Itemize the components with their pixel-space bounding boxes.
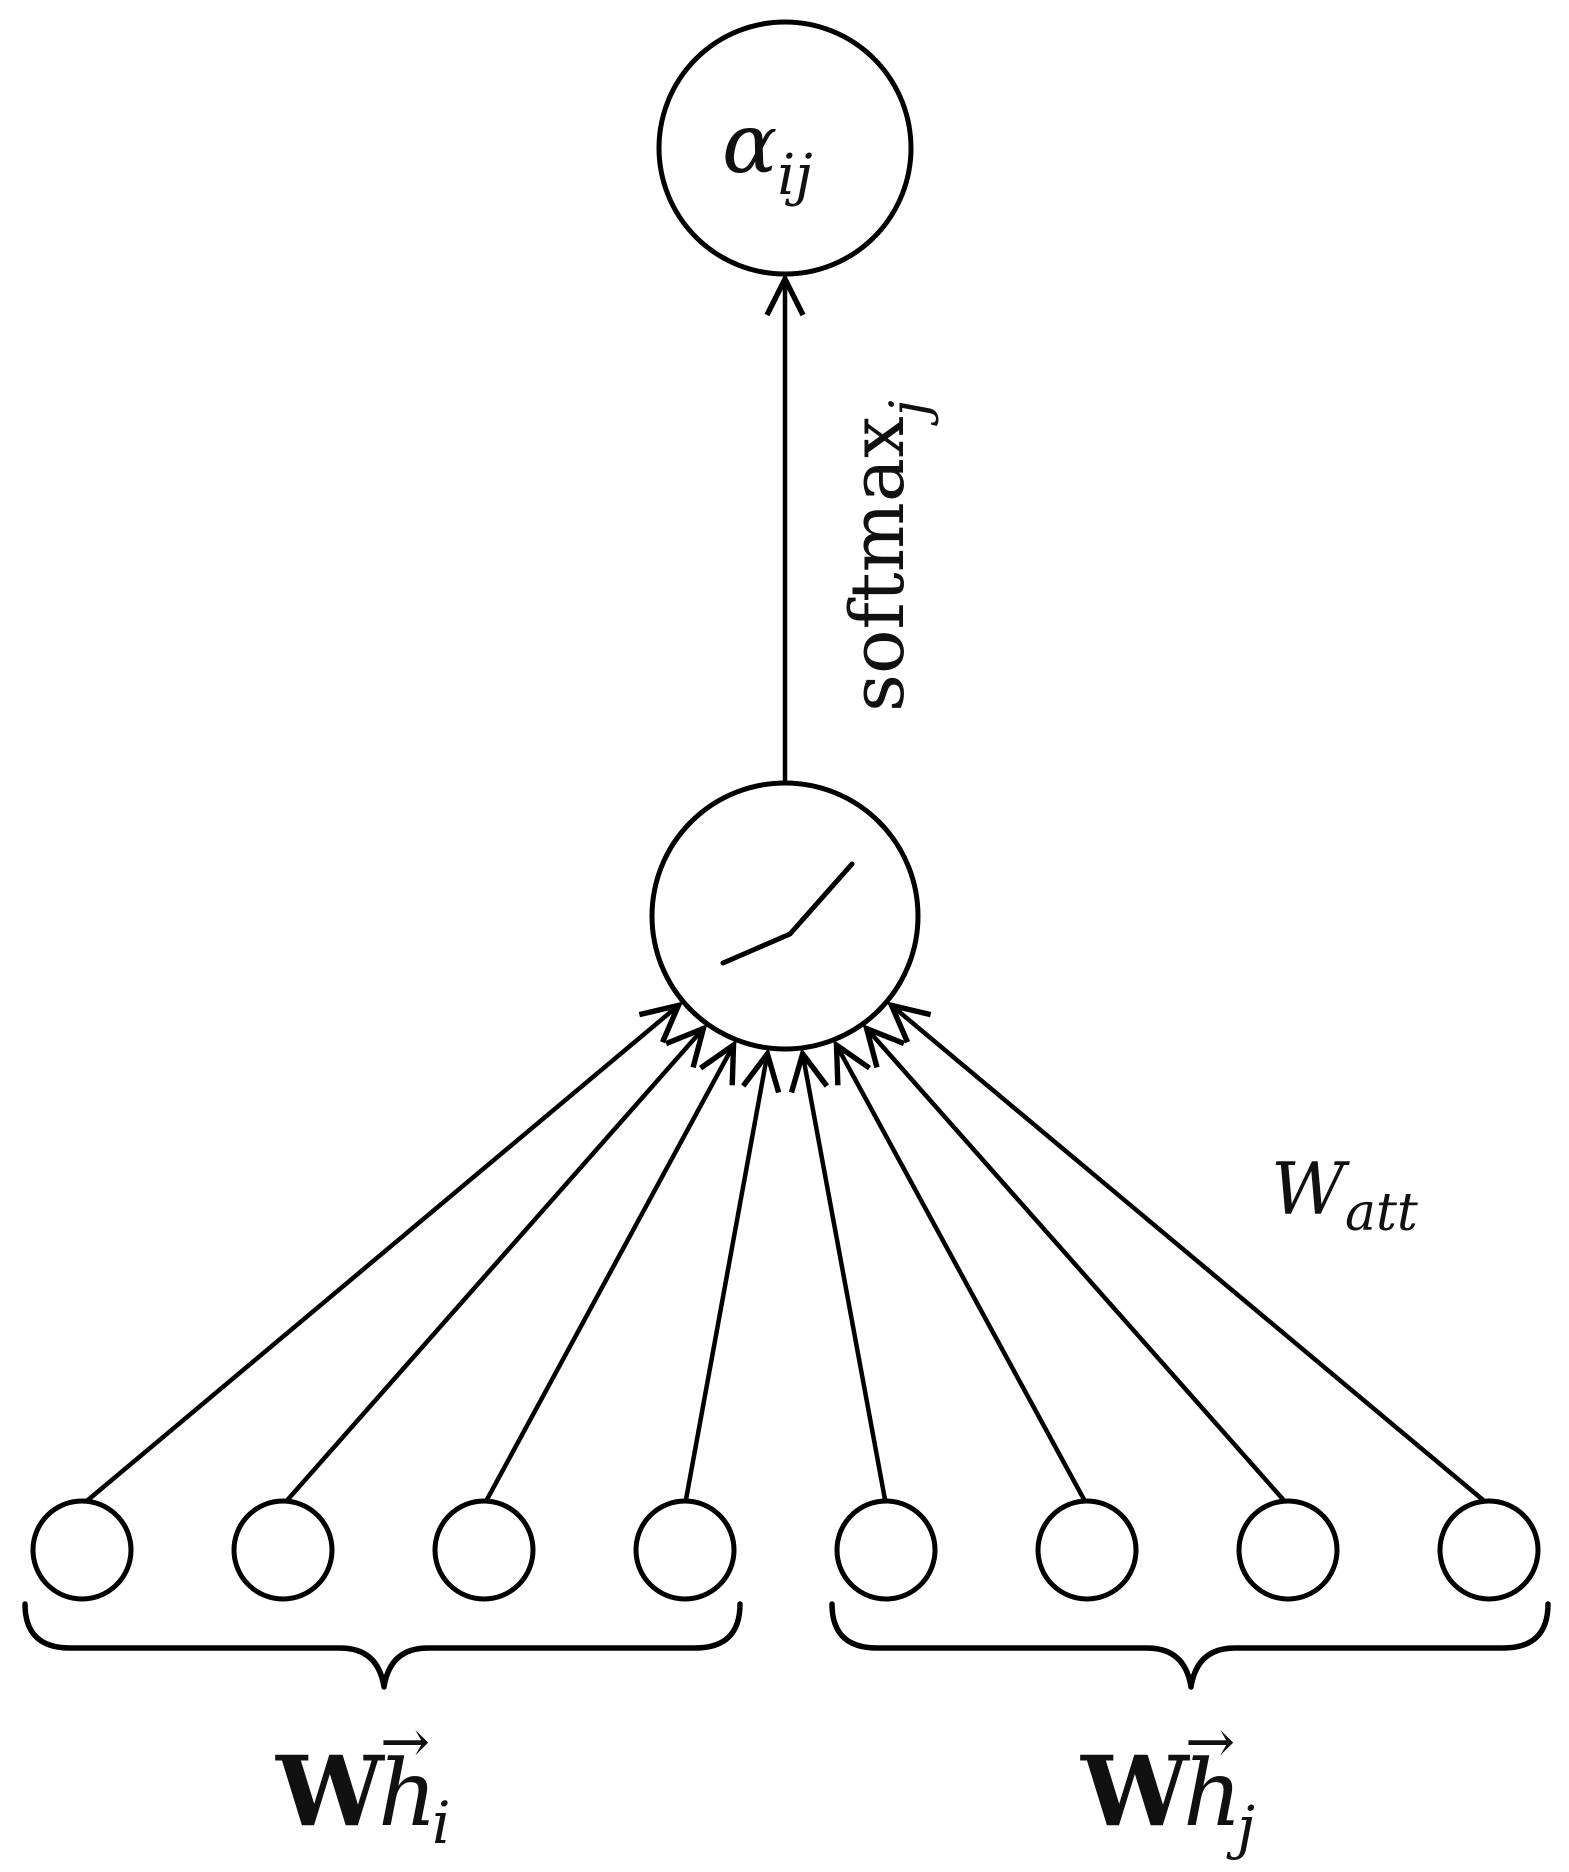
svg-text:αij: αij [722, 97, 813, 208]
input-edge [891, 1005, 1491, 1507]
activation-node [649, 780, 921, 1052]
input-edges [80, 1005, 1491, 1507]
leaky-relu-icon [720, 861, 855, 966]
group-left-bold: W [275, 1735, 385, 1848]
vector-arrow-icon: → [380, 1707, 430, 1777]
input-edge [803, 1054, 889, 1506]
brace-right [829, 1601, 1551, 1690]
softmax-label: softmaxj [835, 400, 940, 712]
group-label-right: W h → j [1080, 1707, 1255, 1861]
weight-label: Watt [1271, 1147, 1418, 1243]
input-edge [80, 1005, 679, 1507]
brace-left [22, 1601, 743, 1690]
input-node-j [1035, 1498, 1139, 1602]
input-edge [867, 1028, 1290, 1507]
weight-symbol: W [1271, 1147, 1350, 1231]
vector-arrow-icon: → [1185, 1707, 1235, 1777]
group-left-subscript: i [432, 1789, 451, 1857]
softmax-text: softmax [835, 416, 921, 712]
input-edge [482, 1045, 734, 1507]
output-subscript: ij [777, 143, 812, 208]
weight-subscript: att [1345, 1183, 1418, 1243]
group-right-symbol: h [1183, 1740, 1242, 1847]
input-edge [836, 1045, 1089, 1507]
input-node-i [633, 1498, 737, 1602]
input-node-j [1236, 1498, 1340, 1602]
input-nodes [30, 1498, 1541, 1602]
input-edge [281, 1028, 703, 1507]
input-node-i [432, 1498, 536, 1602]
input-node-i [231, 1498, 335, 1602]
input-node-j [834, 1498, 938, 1602]
output-node: αij [656, 19, 914, 277]
output-symbol: α [722, 97, 777, 192]
input-node-i [30, 1498, 134, 1602]
group-left-symbol: h [378, 1740, 437, 1847]
group-label-left: W h → i [275, 1707, 451, 1857]
input-node-j [1437, 1498, 1541, 1602]
input-edge [682, 1054, 767, 1506]
group-right-bold: W [1080, 1735, 1190, 1848]
